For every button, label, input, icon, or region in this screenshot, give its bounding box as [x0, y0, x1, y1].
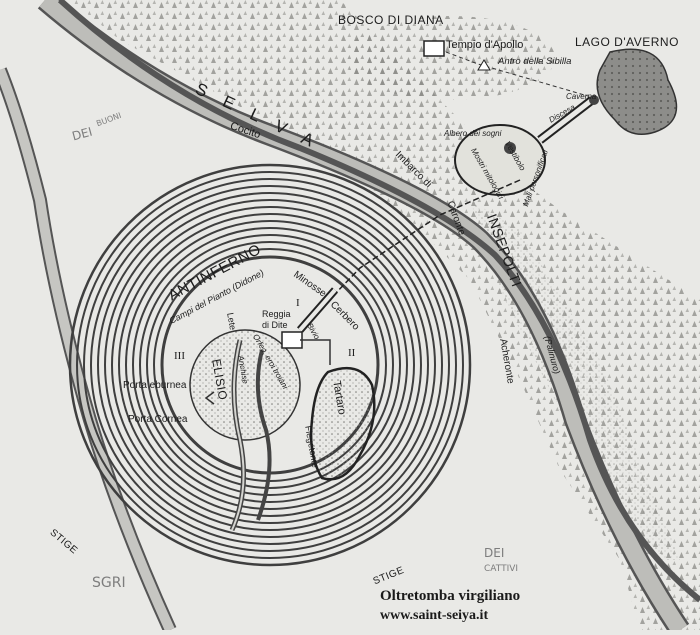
tartaro-area [309, 366, 376, 481]
map-caption: Oltretomba virgiliano www.saint-seiya.it [380, 588, 520, 624]
label-porta-cornea: Porta Cornea [128, 414, 188, 425]
label-caverna: Caverna [566, 92, 597, 101]
label-tempio-apollo: Tempio d'Apollo [446, 39, 524, 51]
label-antro-sibilla: Antro della Sibilla [498, 56, 572, 67]
label-lete: Lete [225, 311, 239, 331]
vestibolo-area [454, 124, 546, 196]
elisio-arrow [204, 391, 215, 405]
annotation-sgri: SGRI [92, 575, 126, 591]
label-region-1: I [296, 297, 300, 309]
label-region-2: II [348, 347, 356, 359]
antro-sibilla-mark [477, 59, 491, 71]
lago-averno [596, 48, 678, 135]
albero-dei-sogni-mark [504, 142, 516, 154]
label-di-dite: di Dite [262, 320, 288, 330]
annotation-dei-cattivi: DEI [484, 546, 505, 560]
label-bosco-di-diana: BOSCO DI DIANA [338, 13, 444, 27]
caverna-mark [589, 95, 599, 105]
tempio-apollo-mark [423, 40, 445, 57]
annotation-cattivi: CATTIVI [484, 564, 519, 574]
caption-title: Oltretomba virgiliano [380, 588, 521, 604]
label-lago-averno: LAGO D'AVERNO [575, 35, 679, 49]
acheronte-river [57, 0, 700, 603]
label-reggia: Reggia [262, 309, 291, 319]
label-porta-eburnea: Porta eburnea [123, 380, 187, 391]
elisio-area [189, 329, 301, 441]
label-albero-dei-sogni: Albero dei sogni [444, 129, 502, 138]
stige-rings [68, 163, 472, 567]
bosco-di-diana-forest [345, 16, 555, 100]
bivio-path [300, 339, 331, 365]
label-region-3: III [174, 350, 185, 362]
caption-url: www.saint-seiya.it [380, 608, 489, 623]
reggia-di-dite [281, 331, 303, 349]
